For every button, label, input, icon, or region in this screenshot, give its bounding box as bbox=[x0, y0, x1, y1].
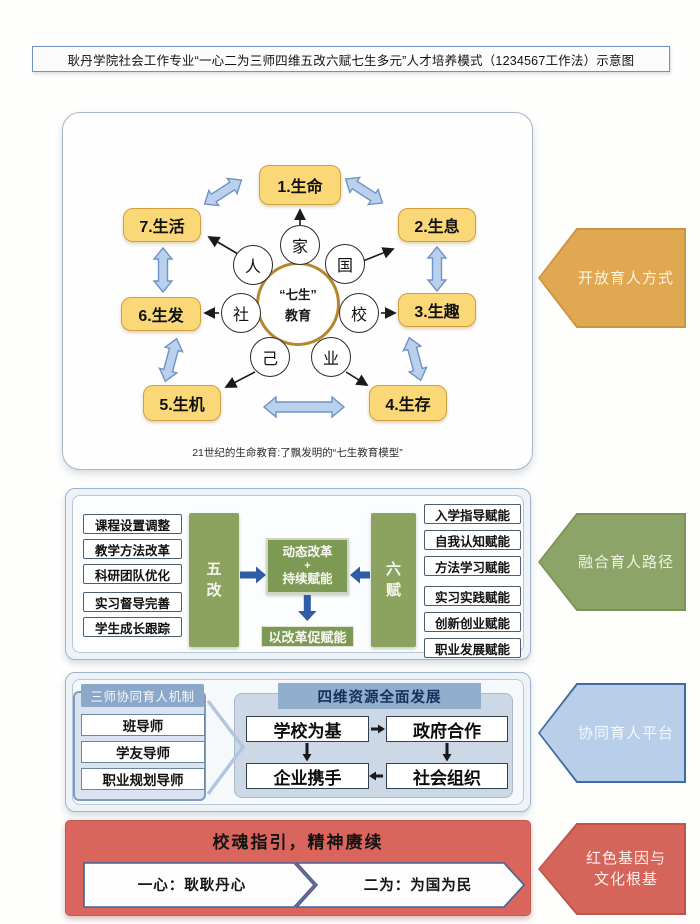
reform-item-teaching: 教学方法改革 bbox=[83, 539, 182, 559]
mentor-header: 三师协同育人机制 bbox=[81, 684, 204, 707]
reform-item-curriculum: 课程设置调整 bbox=[83, 514, 182, 534]
reform-arrows-layer bbox=[240, 566, 370, 621]
empower-item-enrollment: 入学指导赋能 bbox=[424, 504, 521, 524]
mentor-chevron-arrow bbox=[206, 699, 246, 796]
side-label-text: 开放育人方式 bbox=[577, 269, 674, 287]
double-arrow-7-6 bbox=[153, 247, 173, 293]
life-node-6: 6.生发 bbox=[121, 297, 201, 331]
life-node-5: 5.生机 bbox=[143, 385, 221, 421]
arrow-government-to-society bbox=[442, 743, 452, 762]
double-arrow-5-4 bbox=[263, 396, 345, 418]
side-label-red-gene: 红色基因与 文化根基 bbox=[538, 823, 686, 915]
arrow-five-to-center bbox=[240, 566, 266, 584]
model-caption: 21世纪的生命教育:了飘发明的“七生教育模型” bbox=[192, 447, 403, 459]
ring-circle-person: 人 bbox=[233, 245, 273, 285]
ring-circle-nation: 国 bbox=[325, 244, 365, 284]
reform-item-tracking: 学生成长跟踪 bbox=[83, 617, 182, 637]
banner-one-heart-shape bbox=[83, 862, 316, 908]
life-node-3: 3.生趣 bbox=[398, 293, 476, 327]
ring-circle-industry: 业 bbox=[311, 337, 351, 377]
side-label-text: 协同育人平台 bbox=[577, 724, 674, 742]
reform-item-internship: 实习督导完善 bbox=[83, 592, 182, 612]
double-arrow-6-5 bbox=[155, 335, 187, 385]
five-reforms-bar: 五改 bbox=[189, 513, 239, 647]
side-label-text-line1: 红色基因与 bbox=[585, 850, 666, 867]
spirit-banners-layer: 一心：耿耿丹心 二为：为国为民 bbox=[83, 862, 526, 908]
collaboration-arrows-layer bbox=[206, 699, 452, 796]
ring-circle-home: 家 bbox=[280, 225, 320, 265]
arrow-school-to-enterprise bbox=[302, 743, 312, 762]
banner-two-for-shape bbox=[295, 862, 526, 908]
side-label-collaborative-platform: 协同育人平台 bbox=[538, 683, 686, 783]
arrow-society-to-enterprise bbox=[369, 771, 383, 781]
spirit-title: 校魂指引，精神赓续 bbox=[212, 833, 384, 852]
life-node-2: 2.生息 bbox=[398, 208, 476, 242]
reform-empowerment-panel: 课程设置调整 教学方法改革 科研团队优化 实习督导完善 学生成长跟踪 五改 动态… bbox=[65, 488, 531, 660]
center-circle-line1: “七生” bbox=[279, 288, 317, 302]
double-arrow-3-4 bbox=[399, 334, 431, 384]
diagram-title-bar: 耿丹学院社会工作专业“一心二为三师四维五改六赋七生多元”人才培养模式（12345… bbox=[32, 46, 670, 72]
reform-item-research: 科研团队优化 bbox=[83, 564, 182, 584]
center-circle-line2: 教育 bbox=[284, 308, 311, 323]
banner-two-for-text: 二为：为国为民 bbox=[364, 876, 473, 894]
empower-item-selfknowledge: 自我认知赋能 bbox=[424, 530, 521, 550]
dynamic-reform-plus: + bbox=[304, 560, 311, 572]
resources-header: 四维资源全面发展 bbox=[278, 683, 481, 709]
empower-item-practice: 实习实践赋能 bbox=[424, 586, 521, 606]
mentor-item-class: 班导师 bbox=[81, 714, 205, 736]
empower-item-innovation: 创新创业赋能 bbox=[424, 612, 521, 632]
five-reforms-label: 五改 bbox=[206, 561, 222, 599]
life-model-arrows-layer bbox=[153, 170, 447, 418]
side-label-text-line2: 文化根基 bbox=[593, 871, 658, 888]
resource-box-society: 社会组织 bbox=[386, 763, 508, 789]
arrow-school-to-government bbox=[371, 724, 385, 734]
spoke-arrow-self bbox=[224, 371, 256, 388]
resource-box-government: 政府合作 bbox=[386, 716, 508, 742]
dynamic-reform-line2: 持续赋能 bbox=[282, 572, 333, 586]
arrow-six-to-center bbox=[350, 566, 370, 584]
school-spirit-panel: 校魂指引，精神赓续 一心：耿耿丹心 二为：为国为民 bbox=[65, 820, 531, 916]
resource-box-school: 学校为基 bbox=[246, 716, 369, 742]
side-label-open-education: 开放育人方式 bbox=[538, 228, 686, 328]
empower-item-method: 方法学习赋能 bbox=[424, 556, 521, 576]
life-node-7: 7.生活 bbox=[123, 208, 201, 242]
diagram-title: 耿丹学院社会工作专业“一心二为三师四维五改六赋七生多元”人才培养模式（12345… bbox=[67, 53, 635, 68]
ring-circle-society: 社 bbox=[221, 293, 261, 333]
life-node-4: 4.生存 bbox=[369, 385, 447, 421]
ring-circle-self: 己 bbox=[250, 337, 290, 377]
spoke-arrow-person bbox=[207, 236, 239, 255]
empower-item-career: 职业发展赋能 bbox=[424, 638, 521, 658]
mentor-item-peer: 学友导师 bbox=[81, 741, 205, 763]
double-arrow-2-3 bbox=[427, 246, 447, 292]
dynamic-reform-line1: 动态改革 bbox=[282, 545, 333, 559]
six-empowerments-label: 六赋 bbox=[385, 561, 401, 599]
side-label-text: 融合育人路径 bbox=[577, 553, 674, 571]
resource-box-enterprise: 企业携手 bbox=[246, 763, 369, 789]
double-arrow-7-1 bbox=[198, 171, 248, 213]
spoke-arrow-nation bbox=[362, 247, 395, 262]
double-arrow-1-2 bbox=[339, 170, 389, 212]
arrow-center-down bbox=[298, 595, 317, 621]
six-empowerments-bar: 六赋 bbox=[371, 513, 416, 647]
ring-circle-school: 校 bbox=[339, 293, 379, 333]
mentor-item-career: 职业规划导师 bbox=[81, 768, 205, 790]
dynamic-reform-box: 动态改革 + 持续赋能 bbox=[266, 538, 349, 594]
side-label-integrated-path: 融合育人路径 bbox=[538, 513, 686, 611]
reform-promotes-empowerment-box: 以改革促赋能 bbox=[261, 626, 354, 647]
seven-life-model-panel: 1.生命 2.生息 3.生趣 4.生存 5.生机 6.生发 7.生活 家 人 国… bbox=[62, 112, 533, 470]
life-node-1: 1.生命 bbox=[259, 165, 341, 205]
collaboration-panel: 三师协同育人机制 班导师 学友导师 职业规划导师 四维资源全面发展 学校为基 政… bbox=[65, 672, 531, 812]
spoke-arrow-industry bbox=[345, 371, 369, 386]
banner-one-heart-text: 一心：耿耿丹心 bbox=[138, 877, 247, 894]
